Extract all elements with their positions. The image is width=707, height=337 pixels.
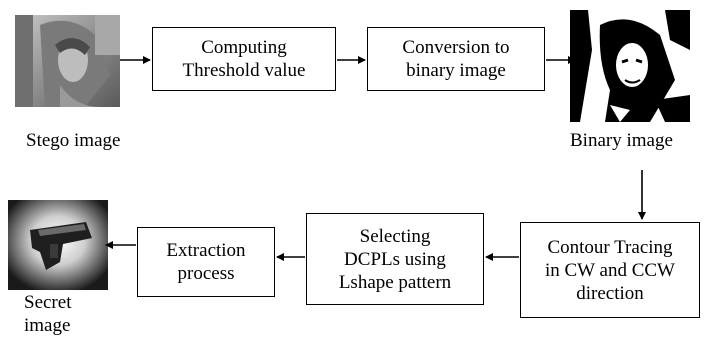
stego-image-thumbnail [15,15,120,107]
secret-image-caption: Secret image [24,292,72,336]
compute-threshold-box: Computing Threshold value [152,27,336,91]
extraction-process-box: Extraction process [137,227,275,297]
stego-image-caption: Stego image [26,130,121,151]
binary-image-caption: Binary image [570,130,673,151]
secret-image-thumbnail [8,200,108,290]
conversion-binary-box: Conversion to binary image [367,27,545,91]
selecting-dcpls-box: Selecting DCPLs using Lshape pattern [306,213,484,305]
contour-tracing-box: Contour Tracing in CW and CCW direction [520,222,700,318]
binary-image-thumbnail [570,10,690,122]
